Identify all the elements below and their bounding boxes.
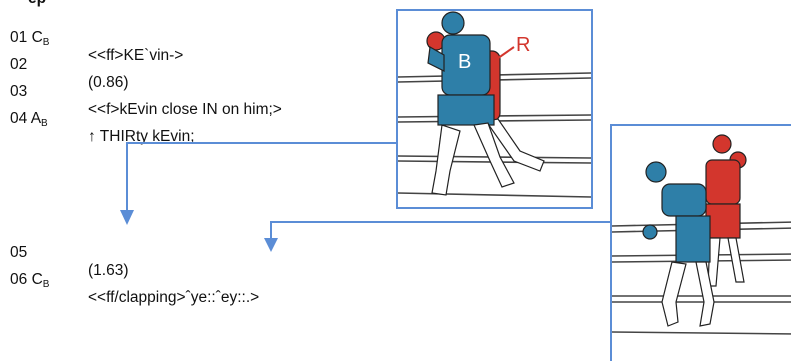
transcript-line-04: 04 AB ↑ THIRty kEvin;: [10, 92, 195, 146]
line-number: 04 AB: [10, 110, 48, 129]
connector-arrow-2: [270, 221, 610, 238]
boxing-illustration-2: [610, 124, 791, 361]
transcript-line-03: 03 <<f>kEvin close IN on him;>: [10, 65, 282, 119]
label-r-leader: [493, 46, 515, 62]
connector-arrow-1: [126, 142, 396, 210]
blue-boxer: [642, 161, 715, 327]
line-text: ↑ THIRty kEvin;: [88, 128, 195, 145]
boxer-label-r: R: [516, 34, 530, 56]
transcript-line-06: 06 CB <<ff/clapping>ˆye::ˆey::.>: [10, 253, 259, 307]
line-number: 02: [10, 56, 28, 73]
header-fragment: ep: [28, 0, 46, 8]
blue-boxer: [427, 11, 515, 196]
arrowhead-1: [120, 210, 134, 225]
arrowhead-2: [264, 238, 278, 252]
line-number: 01 CB: [10, 29, 50, 48]
connector-arrows: [120, 142, 610, 252]
red-boxer: [705, 134, 747, 287]
line-text: <<ff>KE`vin->: [88, 47, 184, 64]
line-number: 05: [10, 244, 28, 261]
line-text: <<f>kEvin close IN on him;>: [88, 101, 282, 118]
boxer-label-b: B: [458, 51, 471, 73]
line-number: 03: [10, 83, 28, 100]
line-text: (1.63): [88, 262, 129, 279]
line-number: 06 CB: [10, 271, 50, 290]
boxing-illustration-1: B R: [396, 9, 593, 209]
transcript-line-05: 05 (1.63): [10, 226, 129, 280]
line-text: (0.86): [88, 74, 129, 91]
line-text: <<ff/clapping>ˆye::ˆey::.>: [88, 289, 260, 306]
transcript-line-01: 01 CB <<ff>KE`vin->: [10, 11, 183, 65]
transcript-line-02: 02 (0.86): [10, 38, 129, 92]
